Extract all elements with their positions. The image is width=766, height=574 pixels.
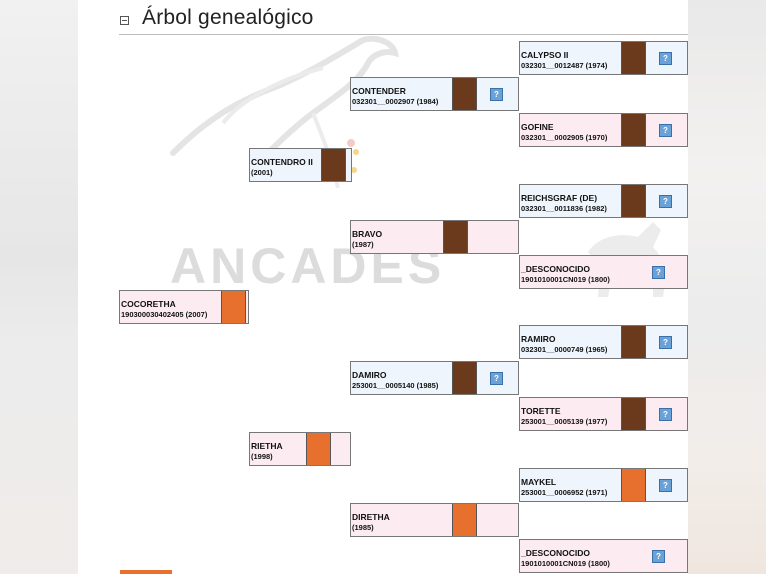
horse-box-sire[interactable]: CONTENDRO II (2001) <box>249 148 352 182</box>
horse-name: REICHSGRAF (DE) <box>521 193 598 203</box>
horse-registration: 253001__0005140 (1985) <box>352 381 439 390</box>
coat-color-swatch <box>452 504 477 536</box>
horse-box-g3-6[interactable]: TORETTE 253001__0005139 (1977) ? <box>519 397 688 431</box>
horse-name: DIRETHA <box>352 512 390 522</box>
horse-name: CALYPSO II <box>521 50 569 60</box>
horse-name: RAMIRO <box>521 334 556 344</box>
title-divider <box>119 34 688 35</box>
horse-box-maternal-granddam[interactable]: DIRETHA (1985) <box>350 503 519 537</box>
horse-name: _DESCONOCIDO <box>521 548 590 558</box>
horse-registration: 1901010001CN019 (1800) <box>521 275 610 284</box>
horse-box-g3-5[interactable]: RAMIRO 032301__0000749 (1965) ? <box>519 325 688 359</box>
horse-box-g3-2[interactable]: GOFINE 032301__0002905 (1970) ? <box>519 113 688 147</box>
horse-name: BRAVO <box>352 229 383 239</box>
coat-color-swatch <box>621 326 646 358</box>
horse-name: _DESCONOCIDO <box>521 264 590 274</box>
coat-color-swatch <box>621 398 646 430</box>
horse-registration: (1998) <box>251 452 273 461</box>
help-question-icon[interactable]: ? <box>659 336 672 349</box>
right-blur-margin <box>688 0 766 574</box>
horse-box-maternal-grandsire[interactable]: DAMIRO 253001__0005140 (1985) ? <box>350 361 519 395</box>
horse-box-paternal-granddam[interactable]: BRAVO (1987) <box>350 220 519 254</box>
horse-name: CONTENDER <box>352 86 406 96</box>
coat-color-swatch <box>443 221 468 253</box>
coat-color-swatch <box>621 114 646 146</box>
coat-color-swatch <box>321 149 346 181</box>
pedigree-panel: ANCADES Árbol genealógico COCORETHA 1903… <box>78 0 688 574</box>
section-header: Árbol genealógico <box>120 4 314 32</box>
horse-registration: 190300030402405 (2007) <box>121 310 208 319</box>
coat-color-swatch <box>221 291 246 323</box>
horse-name: TORETTE <box>521 406 561 416</box>
help-question-icon[interactable]: ? <box>652 550 665 563</box>
help-question-icon[interactable]: ? <box>490 372 503 385</box>
collapse-minus-icon[interactable] <box>120 15 129 25</box>
horse-name: GOFINE <box>521 122 554 132</box>
help-question-icon[interactable]: ? <box>659 52 672 65</box>
horse-registration: 1901010001CN019 (1800) <box>521 559 610 568</box>
coat-color-swatch <box>306 433 331 465</box>
help-question-icon[interactable]: ? <box>490 88 503 101</box>
horse-box-g3-1[interactable]: CALYPSO II 032301__0012487 (1974) ? <box>519 41 688 75</box>
orange-corner-bar <box>120 570 172 574</box>
coat-color-swatch <box>621 469 646 501</box>
horse-box-g3-8[interactable]: _DESCONOCIDO 1901010001CN019 (1800) ? <box>519 539 688 573</box>
horse-box-paternal-grandsire[interactable]: CONTENDER 032301__0002907 (1984) ? <box>350 77 519 111</box>
horse-registration: 032301__0000749 (1965) <box>521 345 608 354</box>
horse-box-g3-3[interactable]: REICHSGRAF (DE) 032301__0011836 (1982) ? <box>519 184 688 218</box>
horse-registration: 032301__0002905 (1970) <box>521 133 608 142</box>
coat-color-swatch <box>452 78 477 110</box>
help-question-icon[interactable]: ? <box>659 479 672 492</box>
horse-box-g3-7[interactable]: MAYKEL 253001__0006952 (1971) ? <box>519 468 688 502</box>
horse-name: COCORETHA <box>121 299 176 309</box>
coat-color-swatch <box>621 42 646 74</box>
horse-name: RIETHA <box>251 441 283 451</box>
horse-registration: 253001__0006952 (1971) <box>521 488 608 497</box>
page-title: Árbol genealógico <box>142 6 314 29</box>
horse-registration: 253001__0005139 (1977) <box>521 417 608 426</box>
horse-registration: (2001) <box>251 168 273 177</box>
coat-color-swatch <box>452 362 477 394</box>
horse-box-dam[interactable]: RIETHA (1998) <box>249 432 351 466</box>
help-question-icon[interactable]: ? <box>659 124 672 137</box>
horse-registration: 032301__0011836 (1982) <box>521 204 607 213</box>
horse-registration: 032301__0012487 (1974) <box>521 61 608 70</box>
horse-registration: 032301__0002907 (1984) <box>352 97 439 106</box>
coat-color-swatch <box>621 185 646 217</box>
horse-box-subject[interactable]: COCORETHA 190300030402405 (2007) <box>119 290 249 324</box>
horse-registration: (1987) <box>352 240 374 249</box>
horse-registration: (1985) <box>352 523 374 532</box>
horse-name: CONTENDRO II <box>251 157 313 167</box>
help-question-icon[interactable]: ? <box>659 408 672 421</box>
help-question-icon[interactable]: ? <box>652 266 665 279</box>
horse-name: MAYKEL <box>521 477 557 487</box>
help-question-icon[interactable]: ? <box>659 195 672 208</box>
horse-box-g3-4[interactable]: _DESCONOCIDO 1901010001CN019 (1800) ? <box>519 255 688 289</box>
horse-name: DAMIRO <box>352 370 387 380</box>
left-blur-margin <box>0 0 78 574</box>
